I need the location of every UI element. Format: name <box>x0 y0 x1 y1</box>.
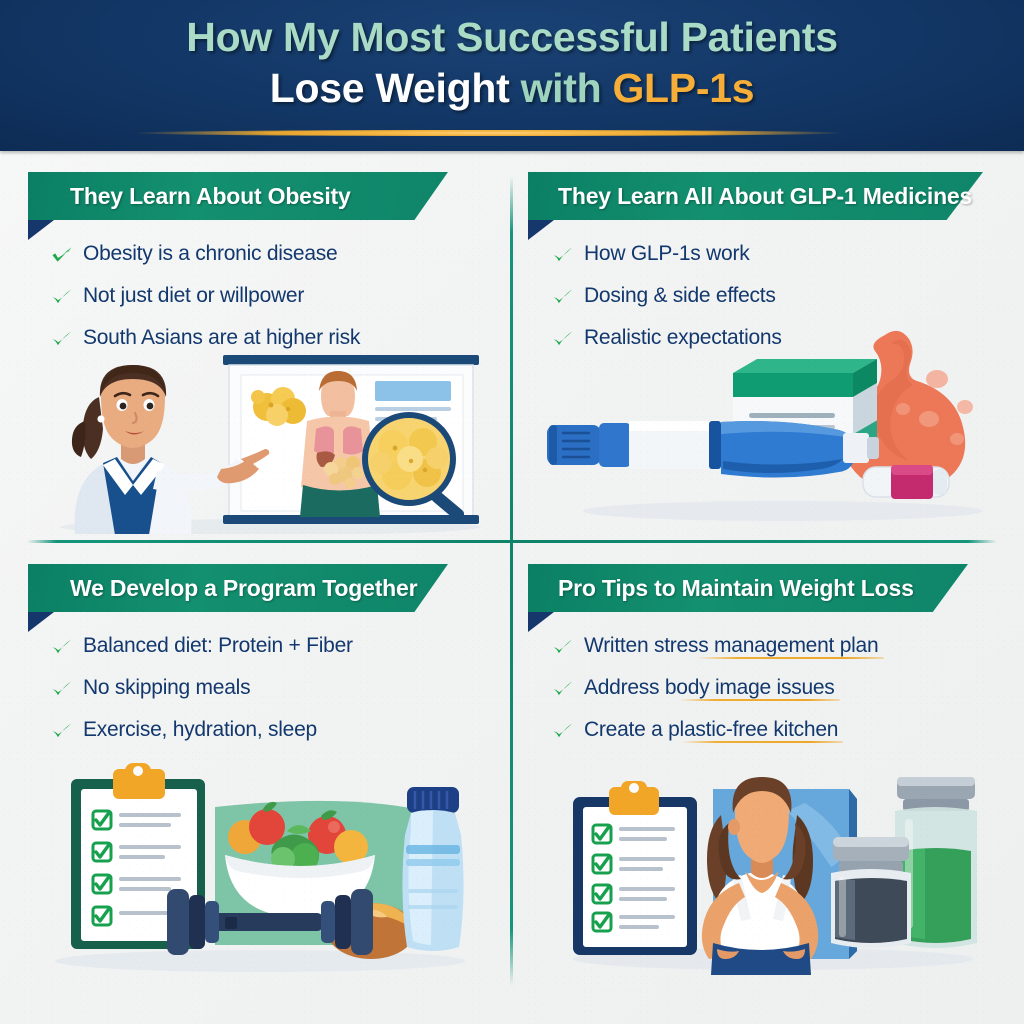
list-item: Create a plastic-free kitchen <box>551 715 981 747</box>
check-icon <box>551 677 575 701</box>
title-glp1s: GLP-1s <box>612 65 755 112</box>
check-icon <box>551 635 575 659</box>
illustration-injection-pen-medicine-box-stomach <box>547 330 983 521</box>
header-banner: How My Most Successful Patients Lose Wei… <box>0 0 1024 151</box>
banner-fold-tail <box>28 220 54 240</box>
list-item: Exercise, hydration, sleep <box>50 715 480 747</box>
check-icon <box>50 285 74 309</box>
list-item: Dosing & side effects <box>551 281 981 313</box>
quadrant-we-develop-a-program-together: We Develop a Program Together Balanced d… <box>0 543 511 1024</box>
banner-ribbon-shape <box>528 564 968 612</box>
quadrant-banner: We Develop a Program Together <box>28 564 448 632</box>
banner-label: We Develop a Program Together <box>70 574 418 601</box>
page-title-line-1: How My Most Successful Patients <box>186 14 838 60</box>
list-item: Written stress management plan <box>551 631 981 663</box>
check-icon <box>551 327 575 351</box>
list-item-label: Exercise, hydration, sleep <box>83 718 317 741</box>
bullet-list: Written stress management plan Address b… <box>551 631 981 757</box>
page-title-line-2: Lose Weight with GLP-1s <box>0 64 1024 113</box>
list-item: Realistic expectations <box>551 323 981 355</box>
list-item-label: How GLP-1s work <box>584 242 750 265</box>
list-item: Balanced diet: Protein + Fiber <box>50 631 480 663</box>
title-with: with <box>520 65 602 112</box>
list-item-label: Obesity is a chronic disease <box>83 242 338 265</box>
list-item-label: Not just diet or willpower <box>83 284 305 307</box>
list-item-label: No skipping meals <box>83 676 251 699</box>
check-icon <box>50 635 74 659</box>
list-item-label: Address body image issues <box>584 673 840 703</box>
list-item: South Asians are at higher risk <box>50 323 480 355</box>
list-item: Address body image issues <box>551 673 981 705</box>
quadrant-banner: They Learn All About GLP-1 Medicines <box>528 172 983 240</box>
illustration-clipboard-salad-dumbbell-water-bottle <box>55 763 465 972</box>
banner-fold-tail <box>28 612 54 632</box>
banner-fold-tail <box>528 612 554 632</box>
check-icon <box>551 243 575 267</box>
check-icon <box>50 677 74 701</box>
list-item: Obesity is a chronic disease <box>50 239 480 271</box>
check-icon <box>50 327 74 351</box>
banner-fold-tail <box>528 220 554 240</box>
list-item: Not just diet or willpower <box>50 281 480 313</box>
check-icon <box>551 719 575 743</box>
horizontal-divider <box>27 540 997 543</box>
banner-ribbon-shape <box>528 172 983 220</box>
list-item: No skipping meals <box>50 673 480 705</box>
quadrant-they-learn-all-about-glp1-medicines: They Learn All About GLP-1 Medicines How… <box>513 151 1024 541</box>
banner-ribbon-shape <box>28 564 448 612</box>
bullet-list: Obesity is a chronic disease Not just di… <box>50 239 480 365</box>
list-item-label: Written stress management plan <box>584 631 885 661</box>
banner-label: They Learn All About GLP-1 Medicines <box>558 182 973 209</box>
title-lose-weight: Lose Weight <box>269 65 510 112</box>
list-item-label: South Asians are at higher risk <box>83 326 361 349</box>
banner-ribbon-shape <box>28 172 448 220</box>
list-item-label: Balanced diet: Protein + Fiber <box>83 634 353 657</box>
illustration-doctor-pointing-at-anatomy-chart <box>60 355 480 534</box>
bullet-list: Balanced diet: Protein + Fiber No skippi… <box>50 631 480 757</box>
list-item-label: Realistic expectations <box>584 326 782 349</box>
list-item-label: Create a plastic-free kitchen <box>584 715 844 745</box>
list-item: How GLP-1s work <box>551 239 981 271</box>
quadrant-banner: They Learn About Obesity <box>28 172 448 240</box>
quadrant-they-learn-about-obesity: They Learn About Obesity Obesity is a ch… <box>0 151 511 541</box>
check-icon <box>50 243 74 267</box>
vertical-divider <box>510 176 513 986</box>
title-gold-underline-rule <box>133 130 845 136</box>
quadrant-pro-tips-to-maintain-weight-loss: Pro Tips to Maintain Weight Loss Written… <box>513 543 1024 1024</box>
banner-label: Pro Tips to Maintain Weight Loss <box>558 574 914 601</box>
banner-label: They Learn About Obesity <box>70 182 351 209</box>
header-title-block: How My Most Successful Patients Lose Wei… <box>0 12 1024 113</box>
illustration-clipboard-woman-supplement-jars <box>573 777 977 975</box>
list-item-label: Dosing & side effects <box>584 284 776 307</box>
check-icon <box>50 719 74 743</box>
bullet-list: How GLP-1s work Dosing & side effects Re… <box>551 239 981 365</box>
check-icon <box>551 285 575 309</box>
quadrant-banner: Pro Tips to Maintain Weight Loss <box>528 564 968 632</box>
